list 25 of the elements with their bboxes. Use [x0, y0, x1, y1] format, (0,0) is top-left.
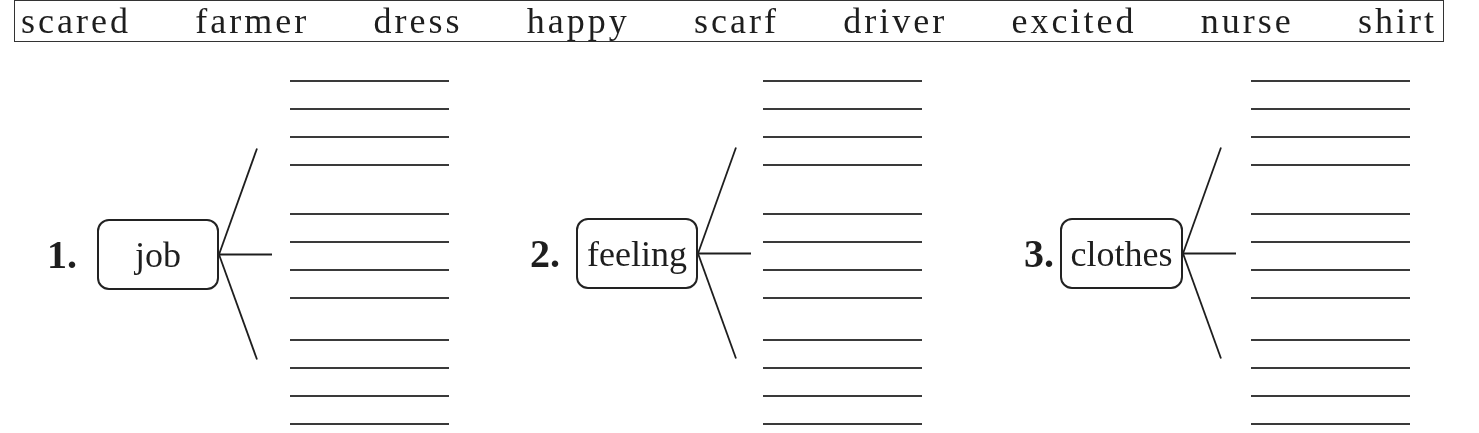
topic-word: job [135, 234, 181, 275]
branch-line [218, 253, 273, 256]
branch-line [1182, 252, 1222, 360]
topic-word: clothes [1070, 233, 1173, 274]
word: scared [21, 2, 131, 40]
branch-line [697, 252, 752, 255]
item-number: 2. [530, 232, 560, 276]
word: nurse [1200, 2, 1294, 40]
word: driver [843, 2, 948, 40]
word: excited [1011, 2, 1137, 40]
word-bank-box [14, 0, 1444, 42]
branch-line [1182, 252, 1237, 255]
word: dress [373, 2, 463, 40]
word: scarf [694, 2, 779, 40]
word: shirt [1357, 2, 1437, 40]
item-number: 3. [1024, 232, 1054, 276]
branch-line [218, 147, 258, 256]
branch-line [218, 253, 258, 361]
word: farmer [195, 2, 310, 40]
branch-line [697, 146, 737, 255]
branch-line [697, 252, 737, 360]
item-number: 1. [47, 233, 77, 277]
branch-line [1182, 146, 1222, 255]
topic-word: feeling [587, 233, 687, 274]
word: happy [526, 2, 630, 40]
